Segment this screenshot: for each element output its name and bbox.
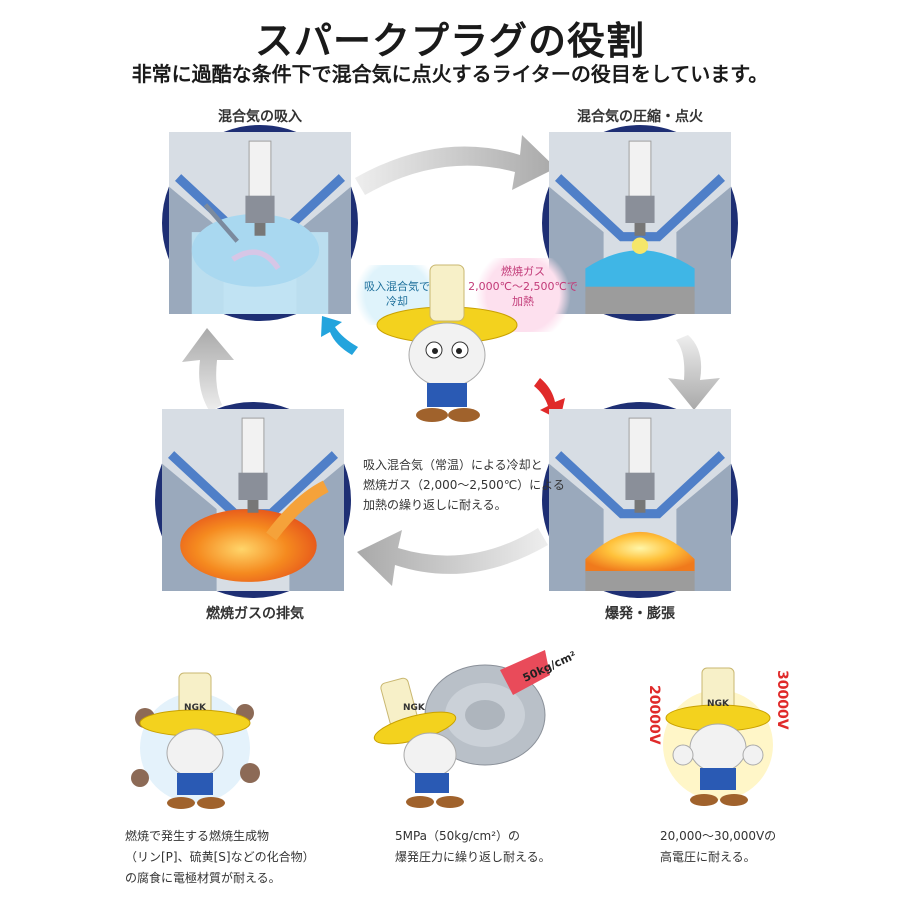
feature-pressure-note: 5MPa（50kg/cm²）の 爆発圧力に繰り返し耐える。 (395, 826, 551, 868)
page-title: スパークプラグの役割 (254, 19, 645, 63)
heating-bubble-line1: 燃焼ガス (501, 265, 545, 278)
plug-brand-label-1: NGK (184, 703, 207, 713)
cooling-bubble-line1: 吸入混合気で (364, 280, 430, 293)
stage-label-compression: 混合気の圧縮・点火 (577, 109, 703, 125)
center-note-line2: 燃焼ガス（2,000〜2,500℃）による (363, 478, 565, 492)
arrow-left (182, 328, 234, 412)
stage-label-combustion: 爆発・膨張 (605, 606, 675, 622)
center-note-line3: 加熱の繰り返しに耐える。 (363, 498, 507, 512)
plug-brand-label-3: NGK (707, 699, 730, 709)
engine-intake-diagram (162, 125, 358, 321)
engine-compression-diagram (542, 125, 738, 321)
mascot-center (372, 255, 522, 425)
arrow-bottom (357, 528, 548, 586)
voltage-right-label: 30000V (774, 670, 790, 730)
stage-label-intake: 混合気の吸入 (218, 109, 302, 125)
feature-corrosion-line3: の腐食に電極材質が耐える。 (125, 871, 281, 885)
mascot-voltage: 20000V 30000V NGK (638, 660, 798, 815)
engine-exhaust-diagram (155, 402, 351, 598)
mascot-pressure: 50kg/cm² NGK (373, 640, 578, 815)
heating-bubble-line2: 2,000℃〜2,500℃で (468, 280, 578, 293)
arrow-top (355, 135, 556, 195)
voltage-left-label: 20000V (646, 685, 662, 745)
feature-corrosion-note: 燃焼で発生する燃焼生成物 （リン[P]、硫黄[S]などの化合物） の腐食に電極材… (125, 826, 315, 889)
stage-label-exhaust: 燃焼ガスの排気 (206, 606, 304, 622)
arrow-right (668, 335, 720, 410)
feature-corrosion-line2: （リン[P]、硫黄[S]などの化合物） (125, 850, 315, 864)
feature-voltage-line2: 高電圧に耐える。 (660, 850, 756, 864)
feature-pressure-line2: 爆発圧力に繰り返し耐える。 (395, 850, 551, 864)
cooling-bubble-line2: 冷却 (386, 295, 408, 308)
feature-pressure-line1: 5MPa（50kg/cm²）の (395, 829, 521, 843)
feature-voltage-line1: 20,000〜30,000Vの (660, 829, 777, 843)
page-subtitle: 非常に過酷な条件下で混合気に点火するライターの役目をしています。 (131, 62, 769, 86)
center-note: 吸入混合気（常温）による冷却と 燃焼ガス（2,000〜2,500℃）による 加熱… (363, 455, 573, 515)
feature-voltage-note: 20,000〜30,000Vの 高電圧に耐える。 (660, 826, 776, 868)
feature-corrosion-line1: 燃焼で発生する燃焼生成物 (125, 829, 270, 843)
arrow-cool (321, 316, 358, 355)
center-note-line1: 吸入混合気（常温）による冷却と (363, 458, 543, 472)
heating-bubble-line3: 加熱 (512, 295, 534, 308)
plug-brand-label-2: NGK (403, 703, 426, 713)
engine-combustion-diagram (542, 402, 738, 598)
mascot-corrosion: NGK (125, 668, 265, 813)
